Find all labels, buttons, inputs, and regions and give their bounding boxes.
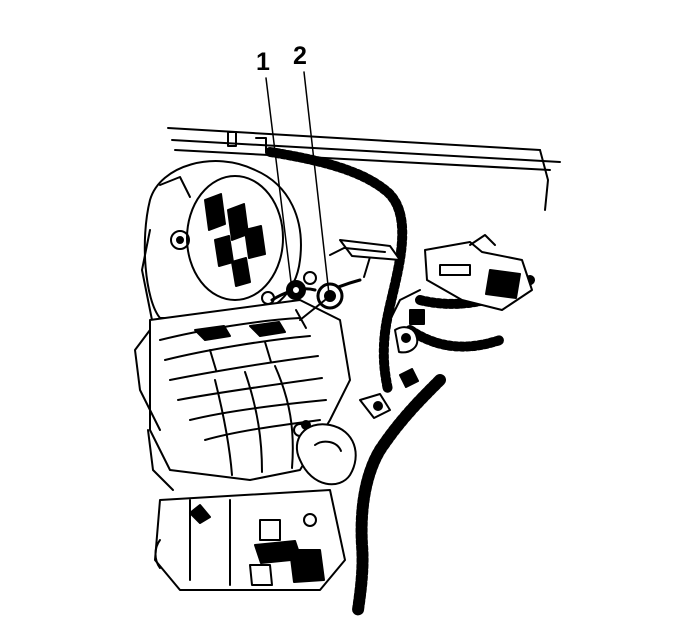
electrical-components	[339, 234, 533, 388]
engine-block	[154, 420, 346, 591]
alternator	[141, 160, 302, 321]
wiring-harness-upper	[265, 147, 408, 395]
leader-lines	[265, 71, 330, 295]
throttle-body	[295, 393, 391, 486]
cowl-lines	[167, 127, 561, 211]
callout-label-1: 1	[256, 48, 270, 76]
callout-label-2: 2	[293, 42, 307, 70]
